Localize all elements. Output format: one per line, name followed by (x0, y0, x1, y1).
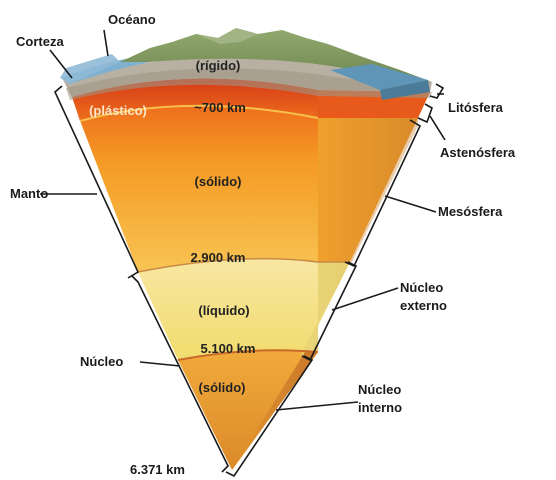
mesosphere-label: Mesósfera (438, 204, 503, 219)
depth-700: ~700 km (194, 100, 246, 115)
depth-6371: 6.371 km (130, 462, 185, 477)
crust-label: Corteza (16, 34, 64, 49)
solid-mantle-label: (sólido) (195, 174, 242, 189)
outer-core-label-1: Núcleo (400, 280, 443, 295)
wedge-front (72, 79, 318, 470)
lithosphere-label: Litósfera (448, 100, 504, 115)
inner-core-label-1: Núcleo (358, 382, 401, 397)
inner-core-label-2: interno (358, 400, 402, 415)
core-label: Núcleo (80, 354, 123, 369)
liquid-label: (líquido) (198, 303, 249, 318)
outer-core-label-2: externo (400, 298, 447, 313)
asthenosphere-label: Astenósfera (440, 145, 516, 160)
rigid-label: (rígido) (196, 58, 241, 73)
plastic-label: (plástico) (89, 103, 147, 118)
mantle-label: Manto (10, 186, 48, 201)
lithosphere-bracket (430, 84, 443, 98)
ocean-label: Océano (108, 12, 156, 27)
depth-2900: 2.900 km (191, 250, 246, 265)
depth-5100: 5.100 km (201, 341, 256, 356)
solid-core-label: (sólido) (199, 380, 246, 395)
